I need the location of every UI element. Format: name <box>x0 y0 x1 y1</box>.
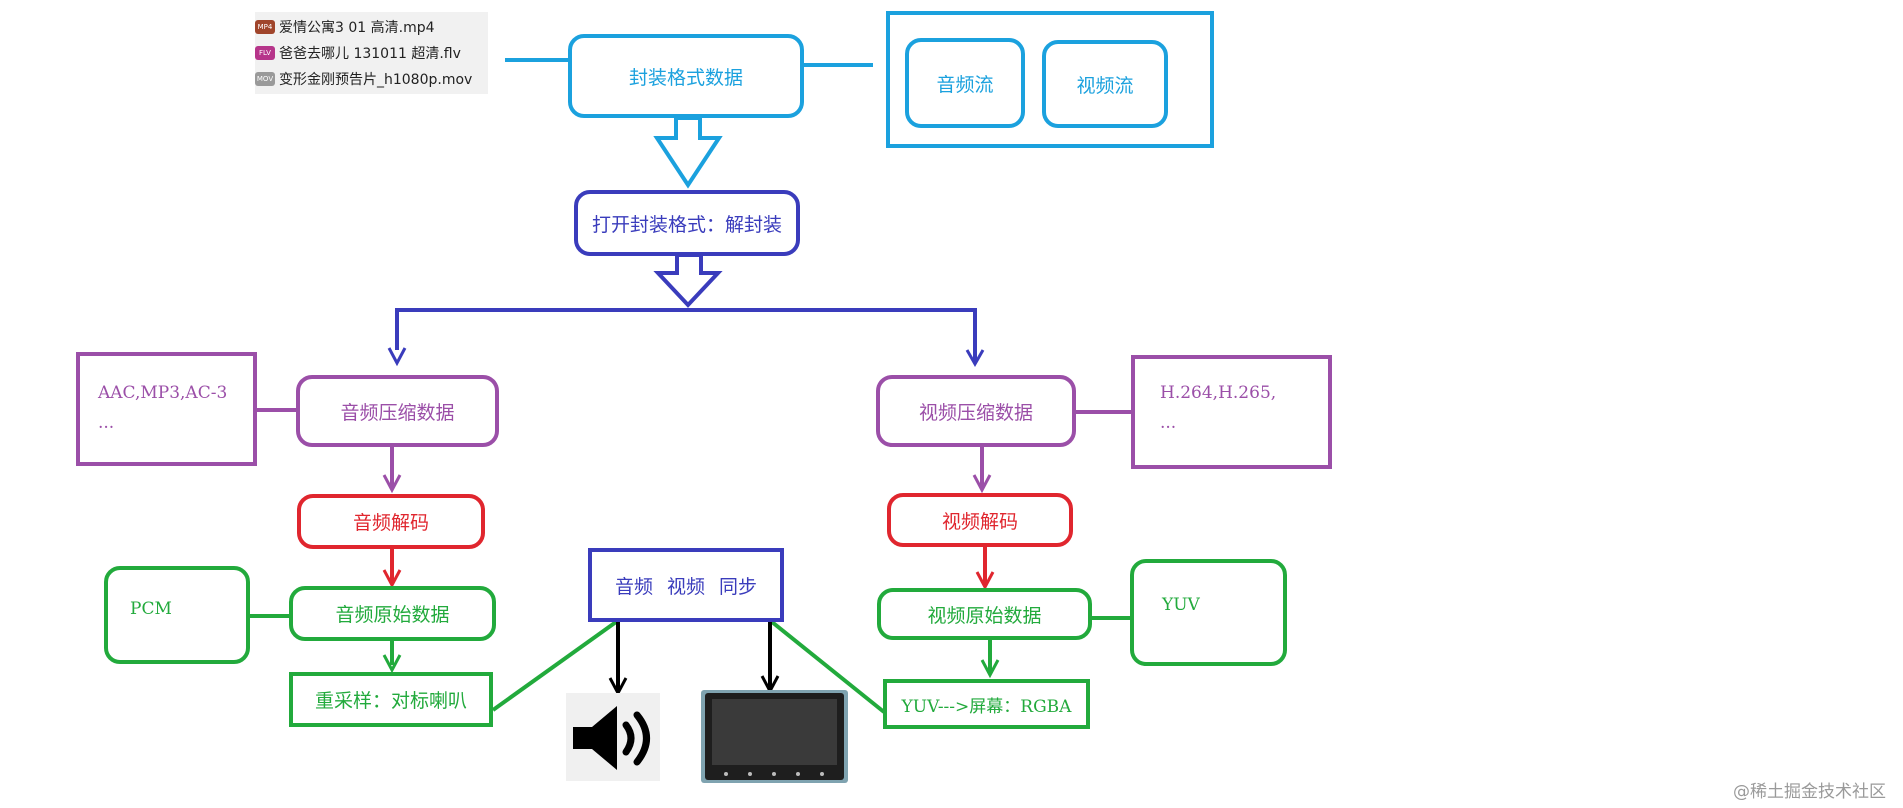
audio-formats-text: AAC,MP3,AC-3 ... <box>98 383 228 433</box>
file-item[interactable]: FLV 爸爸去哪儿 131011 超清.flv <box>255 41 461 65</box>
audio-decode-box: 音频解码 <box>297 494 485 549</box>
yuv-box <box>1130 559 1287 666</box>
file-name: 爸爸去哪儿 131011 超清.flv <box>279 46 461 62</box>
video-stream-box: 视频流 <box>1042 40 1168 128</box>
resample-box: 重采样：对标喇叭 <box>289 672 493 727</box>
pcm-box <box>104 566 250 664</box>
audio-raw-box: 音频原始数据 <box>289 586 496 641</box>
audio-compressed-box: 音频压缩数据 <box>296 375 499 447</box>
video-decode-box: 视频解码 <box>887 493 1073 547</box>
split-arrowhead-right <box>965 349 985 368</box>
down-arrow-1 <box>653 116 723 189</box>
monitor-icon <box>701 690 848 783</box>
demux-box: 打开封装格式：解封装 <box>574 190 800 256</box>
watermark: @稀土掘金技术社区 <box>1733 782 1886 802</box>
pcm-label: PCM <box>130 599 172 619</box>
video-formats-box <box>1131 355 1332 469</box>
sync-box: 音频 视频 同步 <box>588 548 784 622</box>
flv-file-icon: FLV <box>255 46 275 60</box>
audio-stream-box: 音频流 <box>905 38 1025 128</box>
mov-file-icon: MOV <box>255 72 275 86</box>
mp4-file-icon: MP4 <box>255 20 275 34</box>
file-item[interactable]: MOV 变形金刚预告片_h1080p.mov <box>255 67 472 91</box>
convert-to-sync-line <box>770 620 886 714</box>
file-name: 变形金刚预告片_h1080p.mov <box>279 72 473 88</box>
video-formats-text: H.264,H.265, ... <box>1160 383 1277 433</box>
audio-formats-box <box>76 352 257 466</box>
file-item[interactable]: MP4 爱情公寓3 01 高清.mp4 <box>255 15 435 39</box>
split-arrowhead-left <box>387 347 407 367</box>
media-file-list: MP4 爱情公寓3 01 高清.mp4 FLV 爸爸去哪儿 131011 超清.… <box>255 12 488 94</box>
convert-box: YUV--->屏幕：RGBA <box>883 679 1090 729</box>
video-compressed-box: 视频压缩数据 <box>876 375 1076 447</box>
video-raw-box: 视频原始数据 <box>877 588 1092 640</box>
yuv-label: YUV <box>1162 595 1200 615</box>
resample-to-sync-line <box>491 620 618 712</box>
speaker-icon <box>566 693 660 781</box>
down-arrow-2 <box>653 253 723 308</box>
container-format-box: 封装格式数据 <box>568 34 804 118</box>
file-name: 爱情公寓3 01 高清.mp4 <box>279 20 435 36</box>
split-line <box>395 308 977 362</box>
